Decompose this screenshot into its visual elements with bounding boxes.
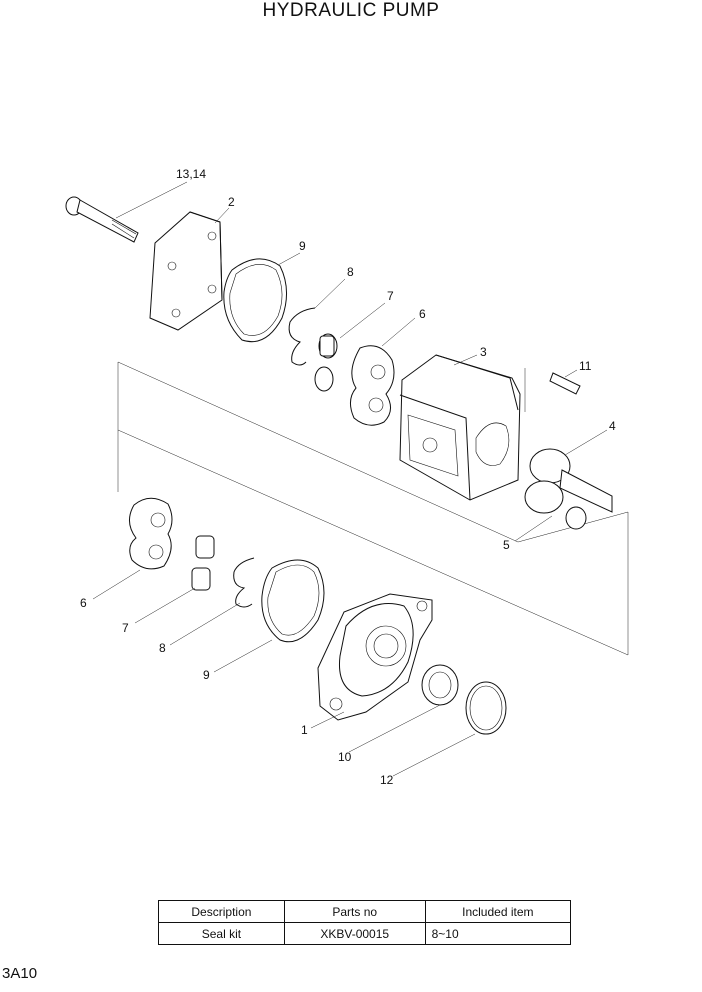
callout-9-upper: 9 bbox=[299, 239, 306, 253]
parts-table: Description Parts no Included item Seal … bbox=[158, 900, 572, 945]
driven-gear-part bbox=[524, 480, 587, 530]
callout-7-lower: 7 bbox=[122, 621, 129, 635]
clip-upper bbox=[288, 307, 316, 366]
callout-5: 5 bbox=[503, 538, 510, 552]
callout-9-lower: 9 bbox=[203, 668, 210, 682]
bushings-lower bbox=[191, 535, 215, 591]
page-id: 3A10 bbox=[2, 965, 38, 982]
callout-11: 11 bbox=[579, 359, 592, 373]
snap-ring-part bbox=[465, 681, 507, 735]
bushings-upper bbox=[314, 333, 338, 392]
callout-6-lower: 6 bbox=[80, 596, 87, 610]
seal-ring-lower bbox=[261, 559, 325, 643]
rear-cover-part bbox=[149, 211, 223, 331]
table-row: Seal kit XKBV-00015 8~10 bbox=[158, 922, 572, 945]
side-plate-lower bbox=[129, 497, 173, 570]
column-header: Included item bbox=[424, 900, 572, 923]
side-plate-upper bbox=[350, 345, 395, 426]
bolt-part bbox=[65, 196, 139, 243]
callout-12: 12 bbox=[380, 773, 394, 787]
callout-4: 4 bbox=[609, 419, 616, 433]
table-header-row: Description Parts no Included item bbox=[158, 900, 572, 923]
leader-lines bbox=[92, 181, 608, 777]
pin-part bbox=[549, 372, 581, 395]
callout-10: 10 bbox=[338, 750, 352, 764]
included-item-cell: 8~10 bbox=[424, 922, 572, 945]
callout-3: 3 bbox=[480, 345, 487, 359]
callout-1: 1 bbox=[301, 723, 308, 737]
callout-7-upper: 7 bbox=[387, 289, 394, 303]
seal-ring-upper bbox=[223, 258, 287, 343]
pump-body-part bbox=[399, 354, 521, 501]
mounting-flange-part bbox=[317, 593, 433, 721]
callout-8-upper: 8 bbox=[347, 265, 354, 279]
callout-13-14: 13,14 bbox=[176, 167, 206, 181]
column-header: Description bbox=[158, 900, 285, 923]
parts-no-cell: XKBV-00015 bbox=[283, 922, 426, 945]
clip-lower bbox=[233, 557, 255, 608]
callout-8-lower: 8 bbox=[159, 641, 166, 655]
callout-2: 2 bbox=[228, 195, 235, 209]
callout-6-upper: 6 bbox=[419, 307, 426, 321]
column-header: Parts no bbox=[283, 900, 426, 923]
drive-gear-part bbox=[529, 448, 613, 513]
oil-seal-part bbox=[421, 664, 459, 706]
description-cell: Seal kit bbox=[158, 922, 285, 945]
page-title: HYDRAULIC PUMP bbox=[262, 0, 440, 21]
